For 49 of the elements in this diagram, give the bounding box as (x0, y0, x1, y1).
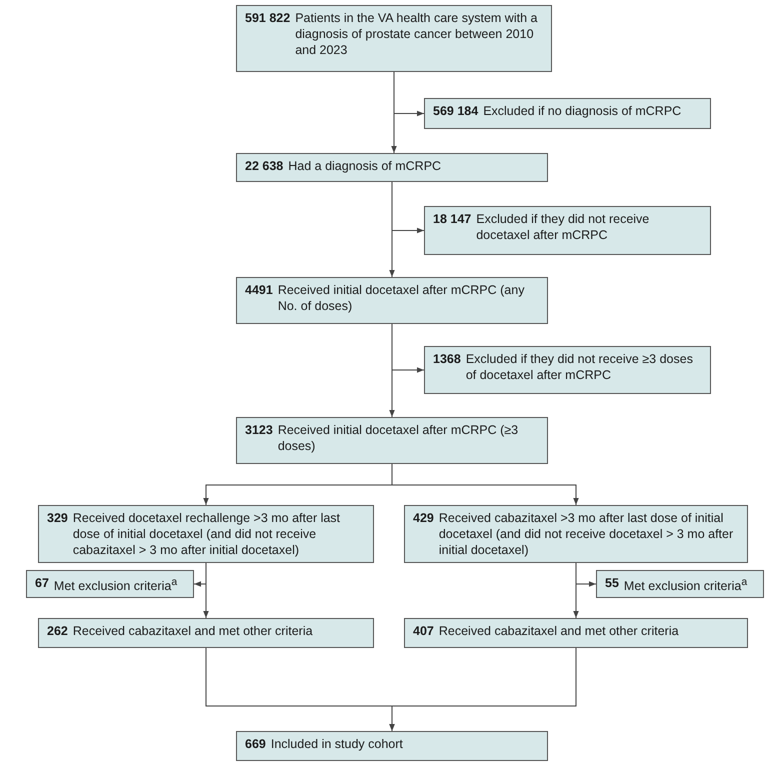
arrow (392, 324, 424, 373)
patient-count: 4491 (245, 282, 273, 298)
flow-box (424, 98, 711, 129)
box-description: Excluded if they did not receive docetaxel after mCRPC (476, 211, 650, 243)
patient-count: 55 (605, 575, 619, 591)
flow-box (424, 346, 711, 394)
flow-box (404, 505, 748, 563)
box-description: Met exclusion criteria$^{a}$ (54, 576, 178, 594)
patient-count: 262 (47, 623, 68, 639)
box-description: Met exclusion criteria$^{a}$ (624, 576, 748, 594)
patient-count: 22 638 (245, 158, 284, 174)
patient-count: 3123 (245, 422, 273, 438)
box-description: Patients in the VA health care system with a diagnosis of prostate cancer between 2010 and 2023 (295, 10, 538, 58)
arrow (394, 72, 424, 116)
patient-count: 329 (47, 510, 68, 526)
patient-count: 67 (35, 575, 49, 591)
box-description: Included in study cohort (270, 736, 404, 752)
arrow (203, 562, 209, 618)
box-description: Received cabazitaxel and met other criteria (72, 623, 314, 639)
flow-box (236, 731, 548, 761)
patient-count: 18 147 (433, 211, 472, 227)
box-description: Had a diagnosis of mCRPC (288, 158, 442, 174)
flow-box (38, 505, 374, 563)
patient-count: 569 184 (433, 103, 478, 119)
patient-count: 669 (245, 736, 266, 752)
box-description: Received docetaxel rechallenge >3 mo after last dose of initial docetaxel (and did not receive cabazitaxel > 3 mo after initial docetaxel) (72, 510, 342, 558)
box-description: Excluded if they did not receive ≥3 doses of docetaxel after mCRPC (466, 351, 694, 383)
patient-count: 591 822 (245, 10, 290, 26)
flow-box (26, 570, 194, 598)
box-description: Received initial docetaxel after mCRPC (any No. of doses) (278, 282, 526, 314)
flow-box (404, 618, 748, 648)
flow-box (424, 206, 711, 255)
flow-box (236, 417, 548, 464)
flow-box (236, 153, 548, 182)
flow-box (236, 277, 548, 324)
flow-box (236, 5, 552, 72)
arrow (389, 648, 576, 732)
arrow (392, 182, 424, 234)
arrow (573, 562, 579, 618)
flow-box (38, 618, 374, 648)
arrow (392, 464, 579, 506)
patient-count: 1368 (433, 351, 461, 367)
box-description: Received initial docetaxel after mCRPC (≥3 doses) (278, 422, 520, 454)
box-description: Excluded if no diagnosis of mCRPC (483, 103, 682, 119)
flow-box (596, 570, 764, 598)
box-description: Received cabazitaxel and met other criteria (438, 623, 680, 639)
patient-count: 407 (413, 623, 434, 639)
box-description: Received cabazitaxel >3 mo after last dose of initial docetaxel (and did not receive docetaxel > 3 mo after initial docetaxel) (438, 510, 734, 558)
patient-count: 429 (413, 510, 434, 526)
